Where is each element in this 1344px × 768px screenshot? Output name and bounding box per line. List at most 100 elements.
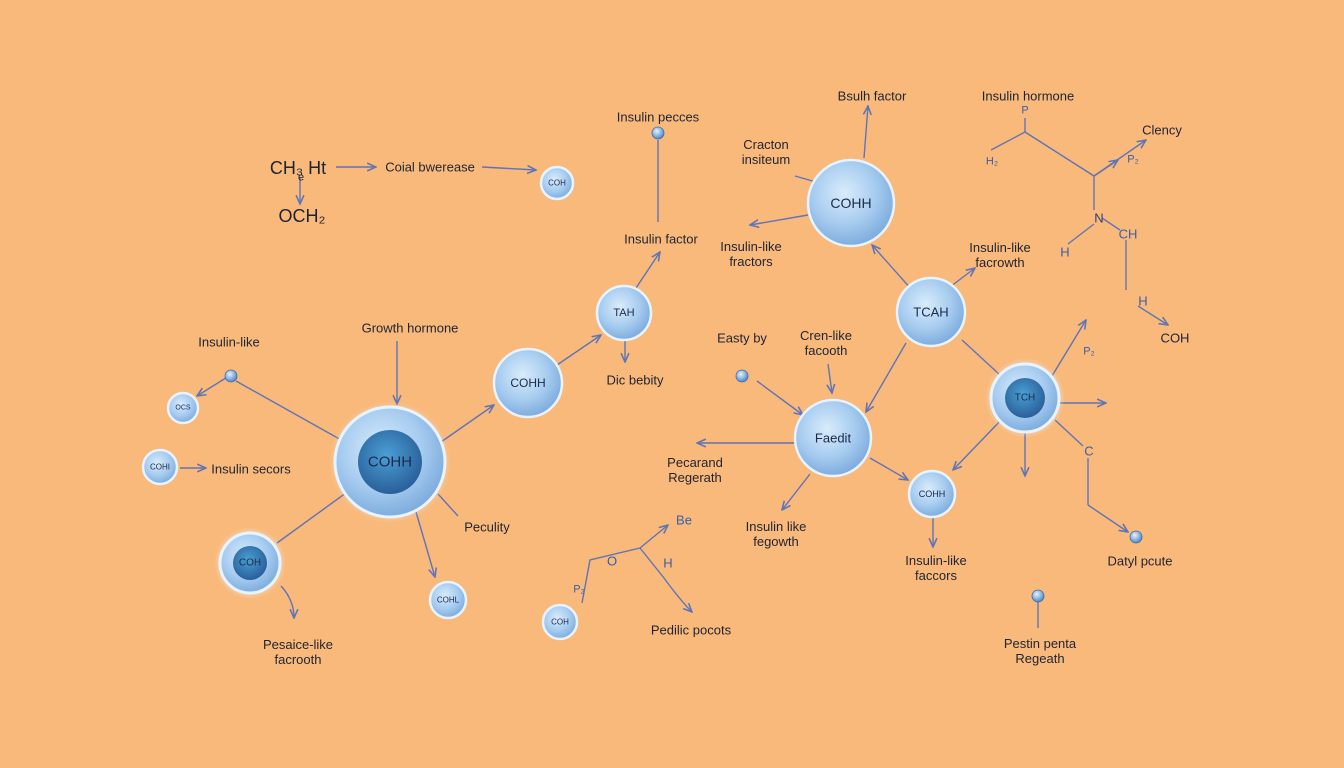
node-label: COHI [150, 463, 170, 472]
edge [828, 363, 832, 393]
label-line: insiteum [741, 152, 791, 167]
label-text: Growth hormone [361, 320, 459, 336]
label-insulin-pecces: Insulin pecces [617, 110, 699, 125]
label-line: Pecarand [667, 455, 723, 470]
label-peculity: Peculity [464, 520, 510, 535]
label-insulin-secors: Insulin secors [211, 462, 290, 477]
label-line: fegowth [753, 534, 799, 549]
node-body [806, 158, 896, 248]
edge [1024, 131, 1095, 177]
edge [481, 167, 536, 170]
label-text: Insulin pecces [616, 109, 700, 125]
node-body [166, 391, 200, 425]
edge [437, 493, 459, 517]
node-label: COHH [368, 454, 412, 471]
node-n-cohh-top: COHH [806, 158, 896, 248]
edge [1054, 419, 1084, 447]
edge [953, 417, 1004, 470]
node-body [492, 347, 564, 419]
edge [756, 380, 803, 415]
atom-h2: H₂ [986, 155, 998, 170]
formula-och2: OCH₂ [279, 206, 326, 226]
edge [440, 405, 494, 443]
edge [1087, 504, 1128, 532]
label-line: Cracton [743, 137, 789, 152]
label-line: Regerath [668, 470, 722, 485]
node-body [895, 276, 967, 348]
label-text: Dic bebity [606, 372, 664, 388]
edge [556, 335, 601, 366]
label-clency: Clency [1142, 123, 1182, 138]
atom-text: Be [676, 512, 692, 528]
label-line: Pestin penta [1003, 636, 1077, 651]
node-n-coh-bottom: COH [541, 603, 579, 641]
atom-text: H [663, 555, 673, 571]
label-line: Insulin-like [969, 240, 1031, 255]
atom-p-bottom: P₂ [573, 583, 585, 598]
atom-p-top: P [1021, 104, 1028, 119]
node-n-small-top: COH [539, 165, 575, 201]
node-body [428, 580, 468, 620]
label-insulin-hormone: Insulin hormone [982, 89, 1075, 104]
label-text: Insulin-like [198, 334, 260, 350]
edge [1067, 223, 1095, 245]
edge [872, 245, 913, 291]
edge [990, 131, 1026, 151]
node-label: COHH [919, 489, 946, 499]
small-dot [224, 369, 238, 383]
label-line: Cren-like [799, 328, 853, 343]
edge [949, 268, 975, 288]
node-n-faedit: Faedit [793, 398, 873, 478]
edge [197, 375, 230, 396]
label-line: Insulin-like [905, 553, 967, 568]
node-label: Faedit [815, 431, 852, 446]
label-bsulh-factor: Bsulh factor [838, 89, 907, 104]
edge [639, 547, 665, 579]
node-body [141, 448, 179, 486]
label-line: faccors [915, 568, 957, 583]
atom-n: N [1094, 211, 1103, 226]
atom-text: P₂ [1127, 153, 1139, 166]
node-n-bottom-left: COH [214, 527, 286, 599]
label-line: Regeath [1015, 651, 1065, 666]
atom-text: P [1021, 104, 1029, 117]
label-growth-hormone: Growth hormone [362, 321, 459, 336]
node-body [793, 398, 873, 478]
node-label: TAH [613, 307, 634, 319]
label-cracton: Cracton insiteum [742, 137, 790, 167]
label-line: facrooth [274, 652, 322, 667]
label-insulin-factor: Insulin factor [624, 232, 698, 247]
node-label: COHH [510, 376, 545, 390]
edge [235, 380, 344, 442]
label-text: Datyl pcute [1107, 553, 1173, 569]
node-core [358, 430, 422, 494]
label-pecarand: Pecarand Regerath [667, 455, 723, 485]
atom-ch: CH [1119, 227, 1138, 242]
label-text: Insulin secors [211, 461, 291, 477]
atom-text: CH [1118, 226, 1138, 242]
formula-bottom: OCH₂ [278, 206, 326, 226]
small-dot [735, 369, 749, 383]
node-n-tcah: TCAH [895, 276, 967, 348]
label-insulin-like-facrowth: Insulin-like facrowth [969, 240, 1030, 270]
edge [581, 525, 668, 604]
edge [280, 585, 294, 618]
atom-p-right: P₂ [1083, 345, 1095, 360]
formula-sub: e [298, 171, 304, 186]
label-line: Insulin like [745, 519, 807, 534]
label-text: Clency [1142, 122, 1182, 138]
node-body [595, 284, 653, 342]
label-easty-by: Easty by [717, 331, 767, 346]
atom-p2: P₂ [1127, 153, 1139, 168]
formula-ch3: CH₃ Ht [270, 158, 326, 178]
small-dot [1031, 589, 1045, 603]
node-n-tah: TAH [595, 284, 653, 342]
atom-text: H [1138, 293, 1148, 309]
label-insulin-like-fegowth: Insulin like fegowth [746, 519, 807, 549]
label-text: Peculity [464, 519, 510, 535]
label-insulin-like-faccors: Insulin-like faccors [905, 553, 966, 583]
edge [794, 175, 817, 183]
label-pestin-penta: Pestin penta Regeath [1004, 636, 1076, 666]
edge [413, 504, 435, 577]
